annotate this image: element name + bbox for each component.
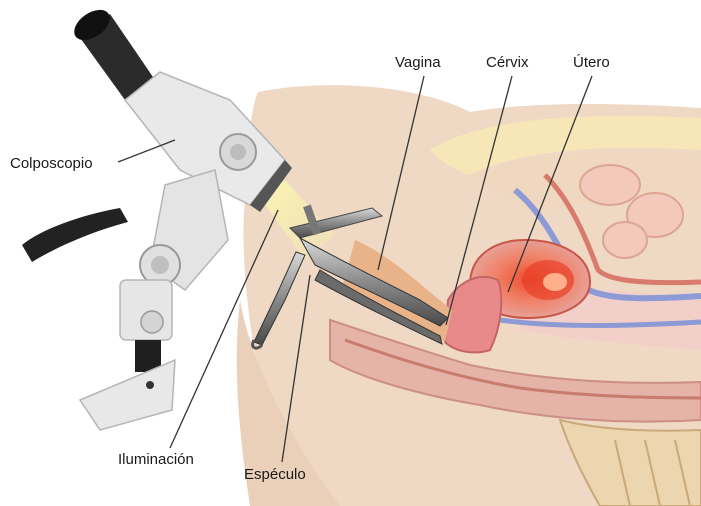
label-vagina: Vagina: [395, 54, 441, 71]
label-especulo: Espéculo: [244, 466, 306, 483]
label-iluminacion: Iluminación: [118, 451, 194, 468]
label-utero: Útero: [573, 54, 610, 71]
label-cervix: Cérvix: [486, 54, 529, 71]
label-colposcopio: Colposcopio: [10, 155, 93, 172]
